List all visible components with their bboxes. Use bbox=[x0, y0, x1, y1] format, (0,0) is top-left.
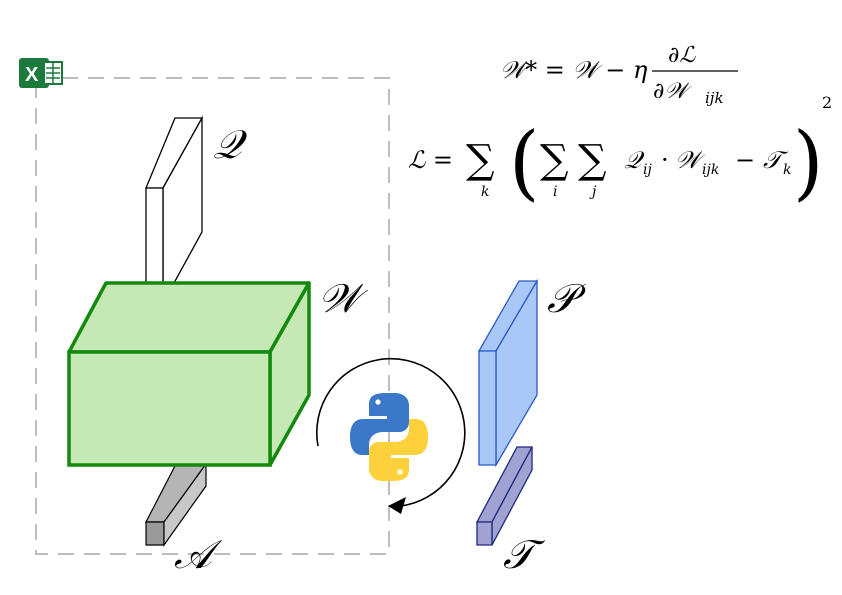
eq2-sub-j: j bbox=[589, 184, 597, 200]
t-label: 𝒯 bbox=[503, 532, 546, 578]
q-plate bbox=[145, 115, 204, 304]
w-label: 𝒲 bbox=[318, 276, 369, 322]
eq2-t-sub: k bbox=[783, 162, 791, 178]
eq2-q-term: 𝒬 bbox=[624, 146, 645, 174]
eq1-lhs: 𝒲* = 𝒲 − η bbox=[500, 56, 648, 84]
loss-equation: ℒ = ∑ k ( ∑ i ∑ j 𝒬 ij · 𝒲 ijk − 𝒯 k ) 2 bbox=[408, 93, 832, 210]
eq2-minus: − bbox=[735, 146, 755, 174]
p-label: 𝒫 bbox=[547, 276, 587, 322]
t-bar bbox=[475, 446, 534, 546]
update-equation: 𝒲* = 𝒲 − η ∂ℒ ∂𝒲 ijk bbox=[500, 43, 738, 107]
w-cube bbox=[67, 281, 311, 467]
dashed-frame bbox=[35, 77, 390, 555]
eq1-denominator: ∂𝒲 bbox=[653, 79, 692, 104]
excel-icon: X bbox=[19, 58, 63, 88]
eq2-left-paren: ( bbox=[509, 114, 539, 209]
eq2-sum-k: ∑ bbox=[466, 137, 495, 183]
eq2-exponent: 2 bbox=[822, 93, 832, 112]
cycle-arrow-icon bbox=[316, 357, 466, 514]
eq1-den-subscript: ijk bbox=[705, 89, 724, 107]
q-label: 𝒬 bbox=[213, 122, 248, 168]
eq2-sum-j: ∑ bbox=[578, 137, 607, 183]
a-bar bbox=[145, 462, 208, 547]
python-icon bbox=[350, 393, 428, 481]
eq2-w-sub: ijk bbox=[702, 162, 719, 178]
eq2-lhs: ℒ = bbox=[408, 146, 453, 174]
eq2-sub-i: i bbox=[553, 184, 557, 200]
eq2-sum-i: ∑ bbox=[540, 137, 569, 183]
eq2-dot: · bbox=[661, 146, 669, 174]
eq2-sub-k: k bbox=[481, 184, 489, 200]
eq1-numerator: ∂ℒ bbox=[668, 43, 696, 68]
eq2-right-paren: ) bbox=[793, 114, 823, 209]
excel-logo-letter: X bbox=[25, 64, 39, 86]
p-plate bbox=[477, 278, 539, 468]
eq2-q-sub: ij bbox=[643, 162, 652, 178]
